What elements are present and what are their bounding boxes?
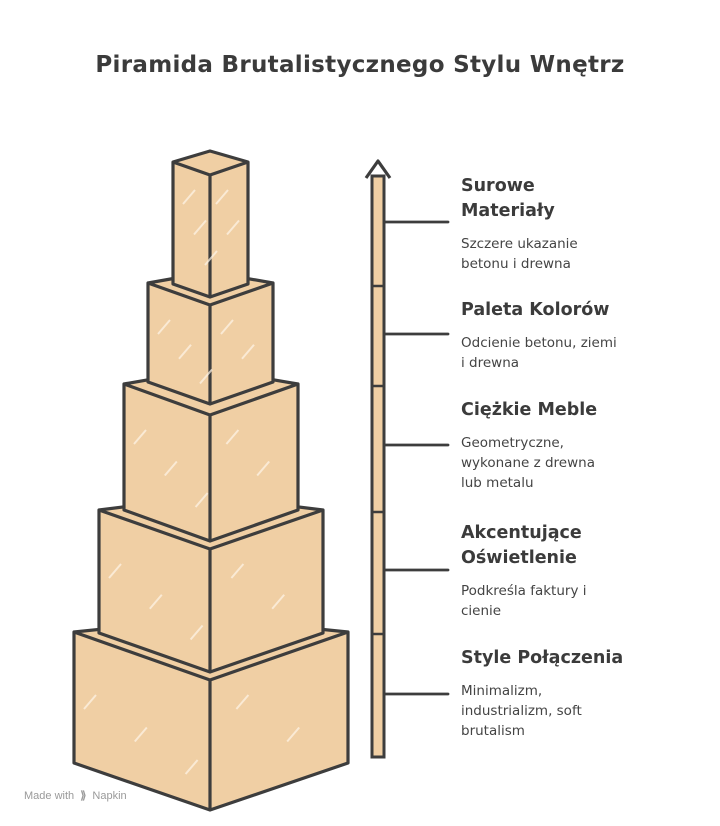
connector-lines	[382, 220, 450, 696]
level-3-description: Geometryczne, wykonane z drewna lub meta…	[461, 435, 595, 491]
level-3-title: Ciężkie Meble	[461, 400, 598, 420]
level-4-title: Akcentujące Oświetlenie	[461, 523, 582, 568]
block-paleta-kolorow	[146, 270, 275, 406]
level-2-label: Paleta Kolorów Odcienie betonu, ziemi i …	[461, 298, 701, 373]
made-with-text: Made with	[24, 790, 75, 802]
vertical-arrow	[364, 159, 392, 759]
level-2-title: Paleta Kolorów	[461, 300, 610, 320]
level-5-description: Minimalizm, industrializm, soft brutalis…	[461, 683, 582, 739]
level-1-label: Surowe Materiały Szczere ukazanie betonu…	[461, 174, 701, 274]
diagram-title: Piramida Brutalistycznego Stylu Wnętrz	[95, 52, 625, 78]
napkin-logo-icon: ⟫	[80, 790, 87, 802]
level-3-label: Ciężkie Meble Geometryczne, wykonane z d…	[461, 398, 701, 493]
level-4-description: Podkreśla faktury i cienie	[461, 583, 587, 619]
level-4-label: Akcentujące Oświetlenie Podkreśla faktur…	[461, 521, 701, 621]
block-style-polaczenia	[72, 616, 350, 812]
block-surowe-materialy	[171, 149, 250, 299]
level-1-description: Szczere ukazanie betonu i drewna	[461, 236, 578, 272]
level-5-label: Style Połączenia Minimalizm, industriali…	[461, 646, 701, 741]
level-1-title: Surowe Materiały	[461, 176, 555, 221]
level-5-title: Style Połączenia	[461, 648, 624, 668]
footer-watermark: Made with ⟫ Napkin	[24, 789, 127, 802]
brand-text: Napkin	[92, 790, 127, 802]
level-2-description: Odcienie betonu, ziemi i drewna	[461, 335, 617, 371]
